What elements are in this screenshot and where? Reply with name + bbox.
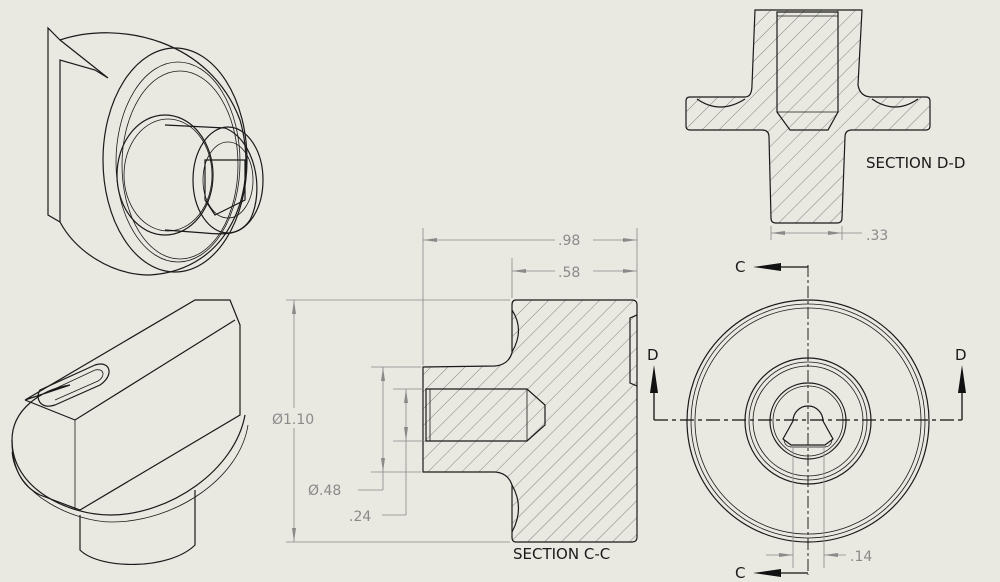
cutting-plane-c-label-top: C (735, 258, 745, 276)
dim-outer-diameter-text: Ø1.10 (272, 412, 314, 428)
dim-body-length-text: .58 (558, 265, 580, 281)
section-d-d-view: SECTION D-D .33 (685, 9, 965, 244)
cutting-plane-c-label-bottom: C (735, 564, 745, 582)
dimension-overall-length: .98 (422, 228, 638, 365)
dim-boss-diameter-text: Ø.48 (308, 483, 341, 499)
section-c-c-view: SECTION C-C .98 .58 Ø1.10 (270, 228, 638, 563)
section-d-d-title: SECTION D-D (866, 154, 965, 172)
dimension-outer-diameter: Ø1.10 (270, 299, 510, 543)
cutting-plane-d-label-right: D (955, 346, 967, 364)
dim-bore-size-text: .24 (349, 509, 371, 525)
dimension-boss-diameter: Ø.48 (308, 366, 421, 499)
dimension-body-length: .58 (511, 258, 637, 298)
dim-stem-width-text: .33 (866, 228, 888, 244)
dimension-bore-size: .24 (349, 388, 424, 525)
isometric-view-back (11, 299, 249, 565)
section-c-c-title: SECTION C-C (513, 545, 610, 563)
cutting-plane-d-label-left: D (647, 346, 659, 364)
dimension-slot-width: .14 (766, 447, 872, 568)
dim-slot-width-text: .14 (850, 549, 872, 565)
cutting-plane-c: C C (735, 258, 808, 582)
dimension-stem-width: .33 (770, 226, 888, 244)
dim-overall-length-text: .98 (558, 233, 580, 249)
isometric-view-front (47, 26, 264, 276)
front-view: D D C C .14 (647, 258, 967, 582)
cutting-plane-d: D D (647, 346, 967, 421)
